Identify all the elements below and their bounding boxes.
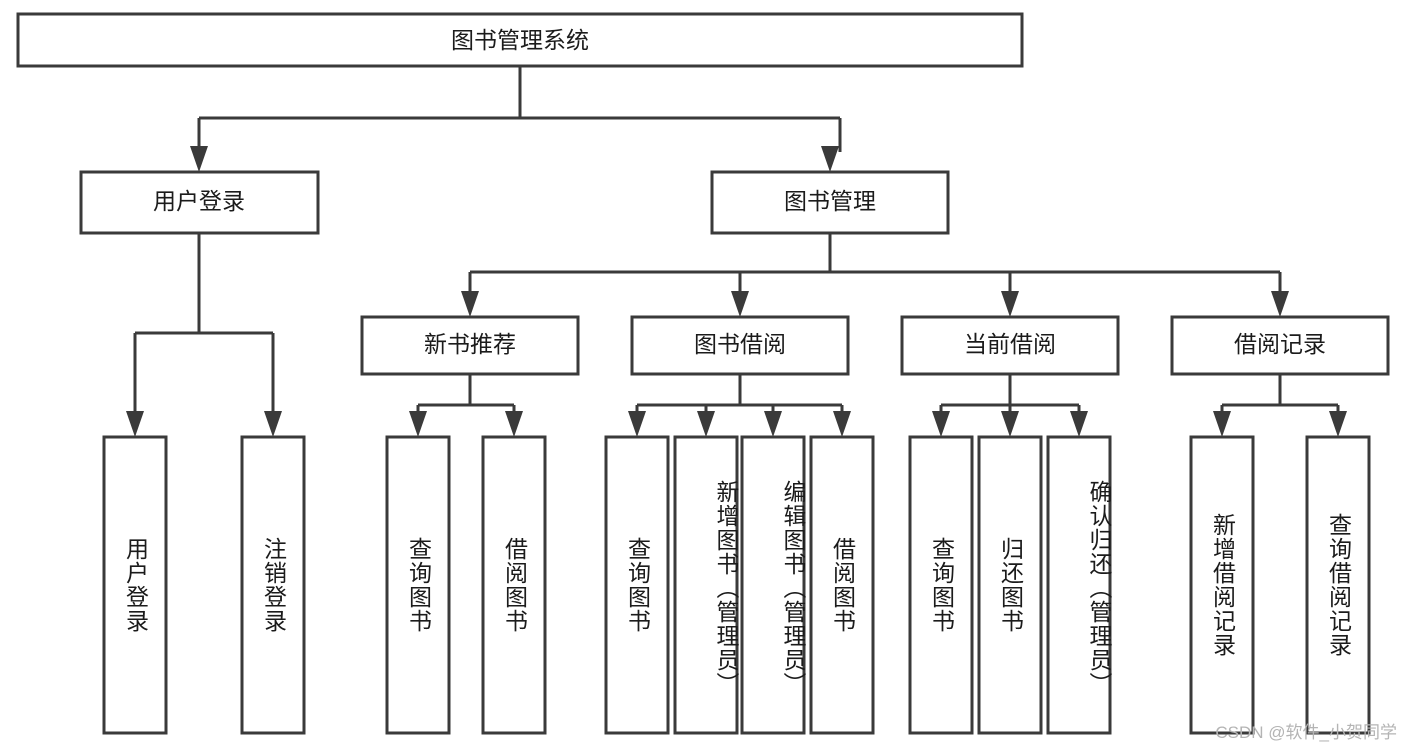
leaf-box-query-borrow-record[interactable] — [1305, 435, 1371, 735]
node-new-book-recommend-label: 新书推荐 — [424, 331, 516, 357]
connector-currentborrow-to-leaves — [932, 374, 1088, 437]
leaf-box-edit-book-admin[interactable] — [740, 435, 806, 735]
connector-newbook-to-leaves — [409, 374, 523, 437]
node-book-borrow[interactable]: 图书借阅 — [630, 315, 850, 376]
connector-root-to-level2 — [190, 66, 842, 172]
leaf-box-query-book-borrow[interactable] — [604, 435, 670, 735]
leaf-box-borrow-book-rec[interactable] — [481, 435, 547, 735]
leaf-box-query-book-current[interactable] — [908, 435, 974, 735]
leaf-box-borrow-book[interactable] — [809, 435, 875, 735]
connector-userlogin-to-leaves — [126, 233, 282, 437]
node-borrow-record-label: 借阅记录 — [1234, 331, 1326, 357]
node-root-label: 图书管理系统 — [451, 27, 589, 53]
connector-bookborrow-to-leaves — [628, 374, 851, 437]
node-current-borrow[interactable]: 当前借阅 — [900, 315, 1120, 376]
node-current-borrow-label: 当前借阅 — [964, 331, 1056, 357]
connector-borrowrecord-to-leaves — [1213, 374, 1347, 437]
leaf-box-logout[interactable] — [240, 435, 306, 735]
connector-bookmgmt-to-level3 — [461, 233, 1289, 317]
leaf-box-return-book[interactable] — [977, 435, 1043, 735]
leaf-box-query-book-rec[interactable] — [385, 435, 451, 735]
leaf-box-add-borrow-record[interactable] — [1189, 435, 1255, 735]
leaf-box-add-book-admin[interactable] — [673, 435, 739, 735]
node-book-borrow-label: 图书借阅 — [694, 331, 786, 357]
node-book-management[interactable]: 图书管理 — [710, 170, 950, 235]
node-borrow-record[interactable]: 借阅记录 — [1170, 315, 1390, 376]
node-root[interactable]: 图书管理系统 — [16, 12, 1024, 68]
node-book-management-label: 图书管理 — [784, 188, 876, 214]
node-new-book-recommend[interactable]: 新书推荐 — [360, 315, 580, 376]
node-user-login-label: 用户登录 — [153, 188, 245, 214]
leaf-box-user-login[interactable] — [102, 435, 168, 735]
node-user-login[interactable]: 用户登录 — [79, 170, 320, 235]
leaf-box-confirm-return-admin[interactable] — [1046, 435, 1112, 735]
